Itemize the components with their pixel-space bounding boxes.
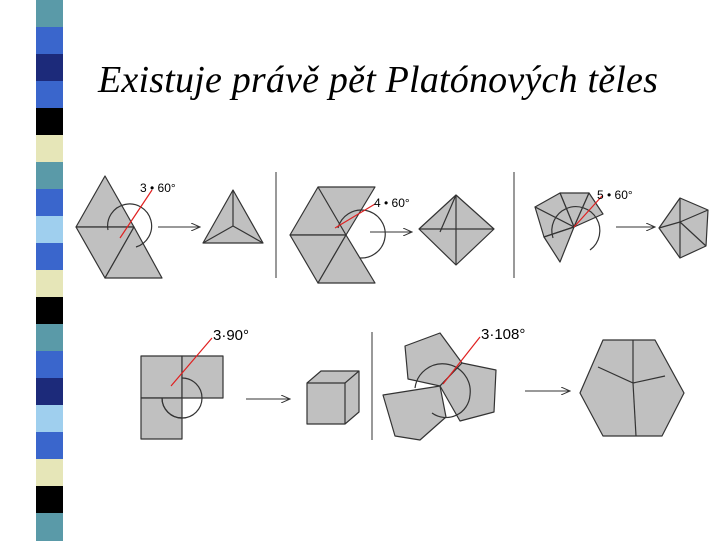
- angle-pointer-line: [119, 189, 153, 239]
- slide-title: Existuje právě pět Platónových těles: [98, 59, 659, 101]
- strip-square: [36, 216, 63, 244]
- decorative-color-strip: [0, 0, 64, 541]
- strip-square: [36, 81, 63, 109]
- strip-square: [36, 27, 63, 55]
- angle-label-octahedron: 4 • 60°: [374, 196, 410, 210]
- angle-pointer-line: [442, 336, 481, 385]
- strip-square: [36, 0, 63, 28]
- angle-label-tetrahedron: 3 • 60°: [140, 181, 176, 195]
- icosahedron-solid: [658, 197, 709, 259]
- dodecahedron-net: 3·108°: [382, 326, 525, 441]
- strip-square: [36, 108, 63, 136]
- cube-net: 3·90°: [140, 327, 249, 440]
- strip-square: [36, 270, 63, 298]
- strip-square: [36, 324, 63, 352]
- strip-square: [36, 351, 63, 379]
- strip-square: [36, 162, 63, 190]
- angle-pointer-line: [334, 203, 376, 229]
- strip-square: [36, 486, 63, 514]
- strip-square: [36, 432, 63, 460]
- strip-square: [36, 405, 63, 433]
- octahedron-solid: [418, 194, 495, 266]
- octahedron-net: 4 • 60°: [289, 186, 410, 284]
- angle-label-cube: 3·90°: [213, 327, 249, 344]
- strip-square: [36, 297, 63, 325]
- strip-square: [36, 513, 63, 541]
- angle-label-icosahedron: 5 • 60°: [597, 188, 633, 202]
- cube-solid: [306, 370, 360, 425]
- dodecahedron-solid: [579, 339, 685, 437]
- strip-square: [36, 54, 63, 82]
- strip-square: [36, 459, 63, 487]
- strip-square: [36, 135, 63, 163]
- strip-square: [36, 243, 63, 271]
- angle-label-dodecahedron: 3·108°: [481, 326, 525, 343]
- strip-square: [36, 378, 63, 406]
- tetrahedron-solid: [202, 189, 264, 244]
- icosahedron-net: 5 • 60°: [534, 188, 633, 263]
- strip-square: [36, 189, 63, 217]
- tetrahedron-net: 3 • 60°: [75, 175, 176, 279]
- angle-pointer-line: [573, 195, 603, 228]
- angle-pointer-line: [170, 337, 213, 387]
